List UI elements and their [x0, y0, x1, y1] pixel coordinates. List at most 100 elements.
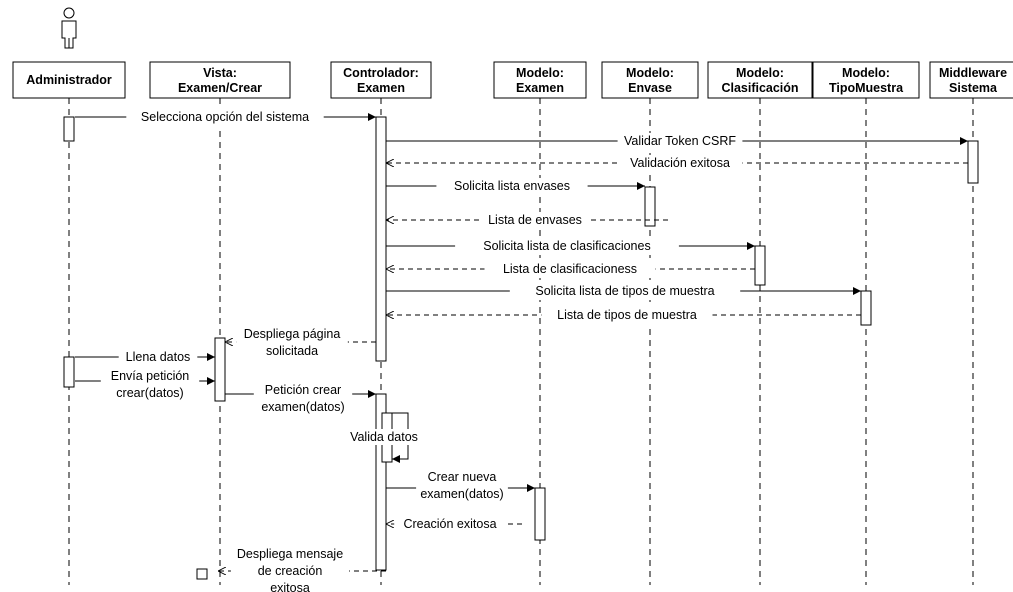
label-mask [394, 516, 506, 533]
activation-bar [375, 393, 387, 571]
label-mask [100, 368, 200, 402]
participant-vista: Vista:Examen/Crear [149, 61, 291, 99]
label-mask [509, 283, 741, 300]
message-m10: Despliega página solicitada [225, 326, 376, 360]
participant-label: Clasificación [721, 81, 798, 95]
message-label: Despliega mensaje [237, 547, 343, 561]
message-label: Lista de clasificacioness [503, 262, 637, 276]
activation-bar [644, 186, 656, 227]
message-m4: Solicita lista envases [386, 178, 645, 195]
participant-label: Administrador [26, 73, 112, 87]
participant-box [929, 61, 1013, 99]
participant-box [330, 61, 432, 99]
message-label: Validar Token CSRF [624, 134, 736, 148]
activation-bar [754, 245, 766, 286]
end-marker [196, 568, 208, 580]
participant-mclasif: Modelo:Clasificación [707, 61, 813, 99]
participant-label: Sistema [949, 81, 998, 95]
message-m9: Lista de tipos de muestra [386, 307, 861, 324]
participant-label: Modelo: [516, 66, 564, 80]
activation-bar [63, 356, 75, 388]
participant-mtipo: Modelo:TipoMuestra [812, 61, 920, 99]
activation-bar [214, 337, 226, 402]
message-m14: Valida datos [342, 412, 426, 463]
message-m17: Despliega mensaje de creación exitosa [218, 546, 386, 592]
message-label: de creación [258, 564, 323, 578]
message-label: Selecciona opción del sistema [141, 110, 309, 124]
participant-label: Examen/Crear [178, 81, 262, 95]
message-m16: Creación exitosa [386, 516, 522, 533]
message-m15: Crear nueva examen(datos) [386, 469, 535, 503]
participant-label: Modelo: [736, 66, 784, 80]
participant-box [601, 61, 699, 99]
participant-label: Examen [516, 81, 564, 95]
participant-ctrl: Controlador:Examen [330, 61, 432, 99]
message-label: Lista de envases [488, 213, 582, 227]
message-label: crear(datos) [116, 386, 183, 400]
activation-bar [967, 140, 979, 184]
message-label: Creación exitosa [403, 517, 496, 531]
label-mask [126, 109, 324, 126]
message-label: Envía petición [111, 369, 190, 383]
participant-mexamen: Modelo:Examen [493, 61, 587, 99]
label-mask [342, 429, 426, 445]
participant-label: Modelo: [626, 66, 674, 80]
message-m8: Solicita lista de tipos de muestra [386, 283, 861, 300]
label-mask [118, 349, 198, 366]
label-mask [436, 178, 588, 195]
label-mask [617, 133, 743, 150]
participant-box [812, 61, 920, 99]
message-label: solicitada [266, 344, 318, 358]
label-mask [541, 307, 713, 324]
participant-label: TipoMuestra [829, 81, 904, 95]
label-mask [455, 238, 679, 255]
message-label: examen(datos) [261, 400, 344, 414]
message-label: Lista de tipos de muestra [557, 308, 697, 322]
message-label: Validación exitosa [630, 156, 730, 170]
participant-box [707, 61, 813, 99]
activation-bar [63, 116, 75, 142]
participant-box [493, 61, 587, 99]
message-label: Solicita lista de clasificaciones [483, 239, 650, 253]
message-label: Valida datos [350, 430, 418, 444]
message-label: Petición crear [265, 383, 341, 397]
participant-box [12, 61, 126, 99]
label-mask [479, 212, 591, 229]
label-mask [236, 326, 348, 360]
participant-box [149, 61, 291, 99]
message-m11: Llena datos [75, 349, 215, 366]
participant-menvase: Modelo:Envase [601, 61, 699, 99]
message-m12: Envía petición crear(datos) [75, 368, 215, 402]
message-m6: Solicita lista de clasificaciones [386, 238, 755, 255]
participant-label: Examen [357, 81, 405, 95]
activation-bar [860, 290, 872, 326]
activation-bar [375, 116, 387, 362]
message-label: Llena datos [126, 350, 191, 364]
message-label: Crear nueva [428, 470, 497, 484]
message-m7: Lista de clasificacioness [386, 261, 755, 278]
label-mask [253, 382, 353, 416]
message-m3: Validación exitosa [386, 155, 968, 172]
activation-bar [534, 487, 546, 541]
participant-label: Envase [628, 81, 672, 95]
message-m1: Selecciona opción del sistema [75, 109, 376, 126]
label-mask [617, 155, 743, 172]
message-m5: Lista de envases [386, 212, 668, 229]
participant-label: Middleware [939, 66, 1007, 80]
message-label: Solicita lista envases [454, 179, 570, 193]
participant-admin: Administrador [12, 61, 126, 99]
label-mask [230, 546, 350, 592]
participant-label: Vista: [203, 66, 237, 80]
message-label: exitosa [270, 581, 310, 592]
message-label: Solicita lista de tipos de muestra [535, 284, 714, 298]
label-mask [484, 261, 656, 278]
actor-icon [61, 7, 77, 49]
message-m13: Petición crear examen(datos) [225, 382, 376, 416]
participant-label: Modelo: [842, 66, 890, 80]
message-label: examen(datos) [420, 487, 503, 501]
participant-label: Controlador: [343, 66, 419, 80]
label-mask [416, 469, 508, 503]
message-label: Despliega página [244, 327, 341, 341]
